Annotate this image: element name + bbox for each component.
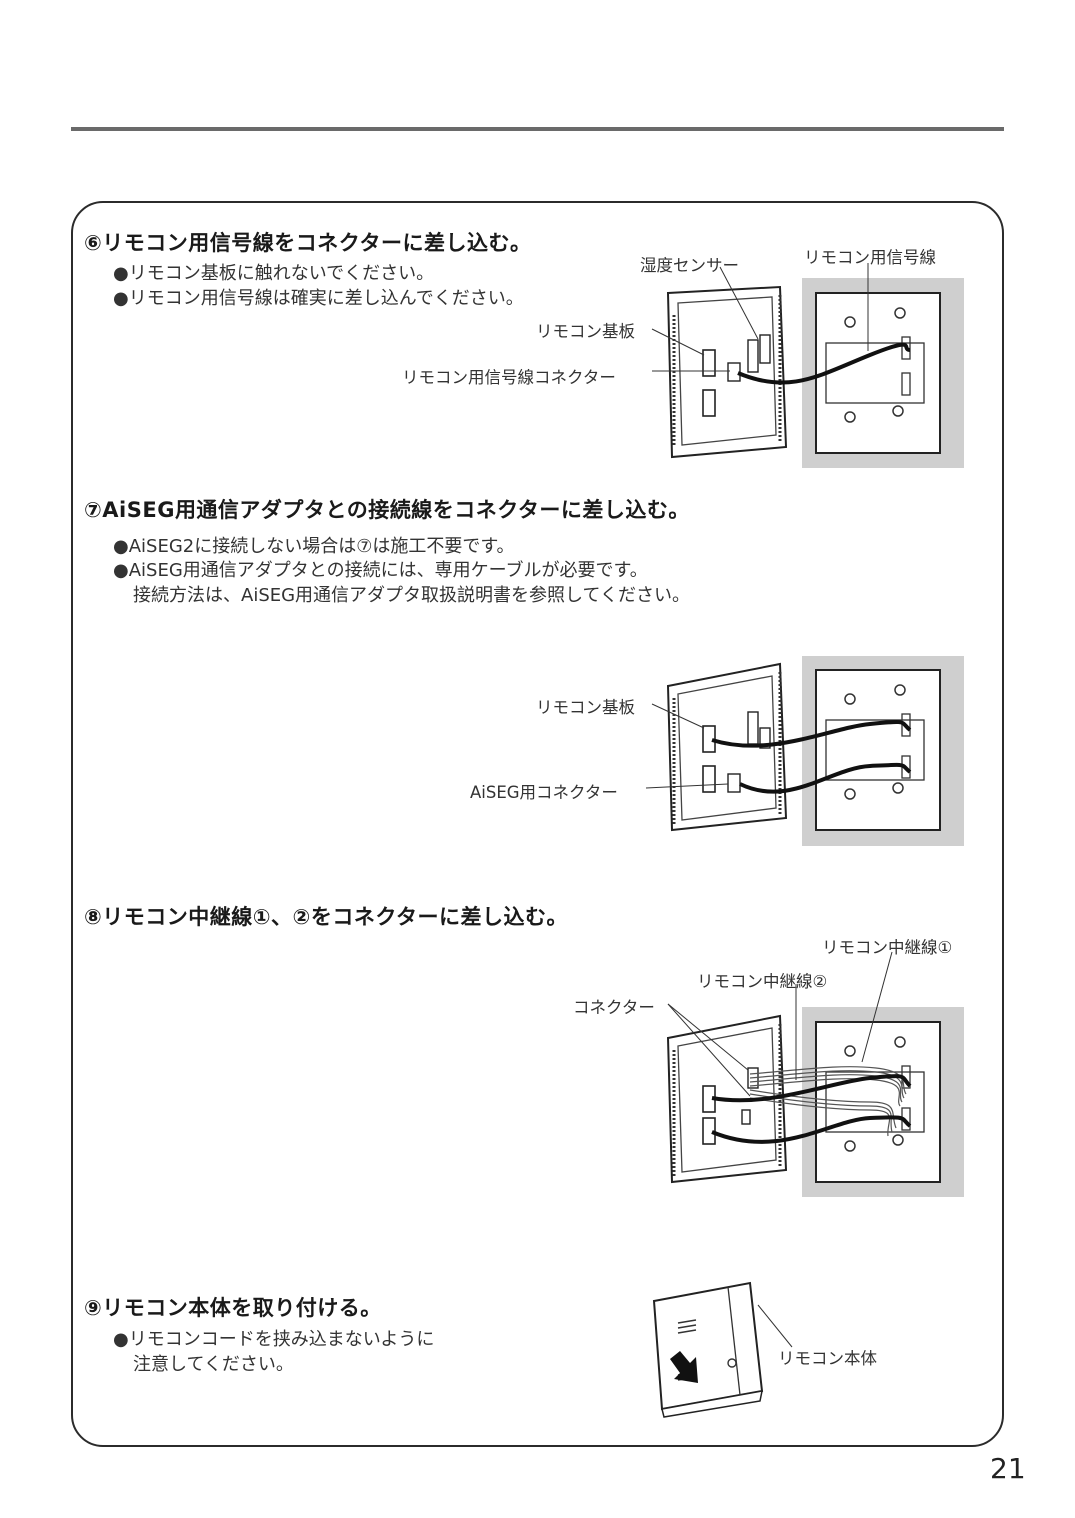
step6-title: ⑥リモコン用信号線をコネクターに差し込む。 (84, 231, 532, 255)
step6-label-board: リモコン基板 (536, 322, 635, 341)
content-frame (71, 201, 1004, 1447)
step9-title: ⑨リモコン本体を取り付ける。 (84, 1296, 382, 1320)
step7-note-1: ●AiSEG2に接続しない場合は⑦は施工不要です。 (113, 536, 515, 557)
step9-note-1: ●リモコンコードを挟み込まないように (113, 1329, 435, 1350)
step7-note-3: 接続方法は、AiSEG用通信アダプタ取扱説明書を参照してください。 (133, 585, 690, 606)
step6-label-signal-connector: リモコン用信号線コネクター (402, 368, 616, 387)
step8-label-relay1: リモコン中継線① (822, 938, 953, 957)
step8-label-connector: コネクター (573, 998, 655, 1017)
step6-note-2: ●リモコン用信号線は確実に差し込んでください。 (113, 288, 524, 309)
step9-diagram (652, 1281, 793, 1418)
page-number: 21 (990, 1452, 1026, 1485)
step7-label-aiseg-connector: AiSEG用コネクター (470, 783, 618, 802)
step6-label-signal-line: リモコン用信号線 (804, 248, 936, 267)
step8-title: ⑧リモコン中継線①、②をコネクターに差し込む。 (84, 905, 568, 929)
top-rule (71, 127, 1004, 131)
step7-note-2: ●AiSEG用通信アダプタとの接続には、専用ケーブルが必要です。 (113, 560, 648, 581)
step7-diagram (645, 656, 964, 846)
step7-title: ⑦AiSEG用通信アダプタとの接続線をコネクターに差し込む。 (84, 498, 690, 522)
step8-diagram (666, 951, 964, 1197)
step6-note-1: ●リモコン基板に触れないでください。 (113, 263, 435, 284)
step9-label-body: リモコン本体 (778, 1349, 877, 1368)
step9-note-2: 注意してください。 (133, 1354, 294, 1375)
step8-label-relay2: リモコン中継線② (697, 972, 828, 991)
step6-diagram (651, 263, 964, 468)
step7-label-board: リモコン基板 (536, 698, 635, 717)
step6-label-humidity-sensor: 湿度センサー (640, 256, 739, 275)
